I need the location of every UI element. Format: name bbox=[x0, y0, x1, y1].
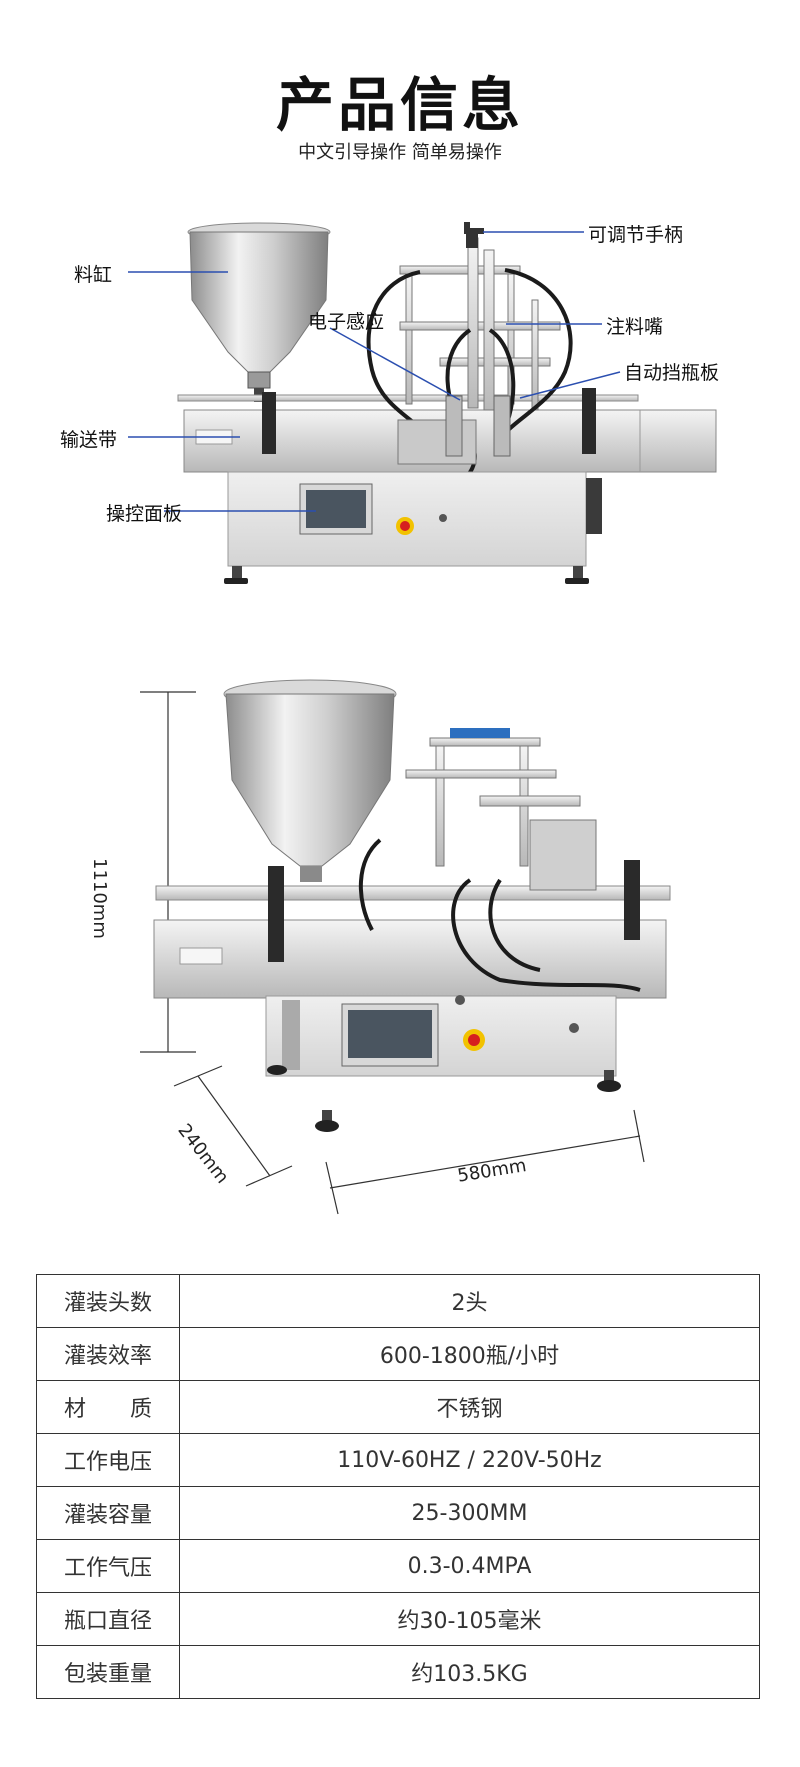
spec-key: 灌装容量 bbox=[36, 1486, 180, 1540]
bottle-stopper-right bbox=[582, 388, 596, 454]
label-sensor: 电子感应 bbox=[308, 311, 385, 333]
spec-key: 材 质 bbox=[36, 1380, 180, 1434]
label-nozzle: 注料嘴 bbox=[606, 316, 664, 338]
spec-key: 工作电压 bbox=[36, 1433, 180, 1487]
spec-key: 灌装头数 bbox=[36, 1274, 180, 1328]
page-title: 产品信息 bbox=[275, 71, 524, 139]
leader-lines bbox=[128, 231, 621, 512]
spec-value: 2头 bbox=[179, 1274, 760, 1328]
spec-value: 不锈钢 bbox=[179, 1380, 760, 1434]
spec-key: 灌装效率 bbox=[36, 1327, 180, 1381]
filling-gantry bbox=[399, 237, 561, 411]
label-handle: 可调节手柄 bbox=[588, 224, 684, 246]
table-row: 瓶口直径约30-105毫米 bbox=[36, 1592, 760, 1646]
table-row: 包装重量约103.5KG bbox=[36, 1645, 760, 1699]
spec-key: 瓶口直径 bbox=[36, 1592, 180, 1646]
bottle-stopper-left bbox=[262, 392, 276, 454]
spec-value: 25-300MM bbox=[179, 1486, 760, 1540]
label-hopper: 料缸 bbox=[74, 264, 113, 286]
spec-value: 约30-105毫米 bbox=[179, 1592, 760, 1646]
machine-perspective-drawing bbox=[153, 679, 671, 1132]
spec-value: 600-1800瓶/小时 bbox=[179, 1327, 760, 1381]
label-conveyor: 输送带 bbox=[60, 429, 118, 451]
depth-dimension-lines bbox=[173, 1065, 293, 1187]
spec-value: 110V-60HZ / 220V-50Hz bbox=[179, 1433, 760, 1487]
spec-value: 0.3-0.4MPA bbox=[179, 1539, 760, 1593]
spec-key: 包装重量 bbox=[36, 1645, 180, 1699]
base-cabinet bbox=[224, 471, 602, 584]
height-dimension-label: 1110mm bbox=[89, 858, 110, 939]
adjustable-handle-drawing bbox=[464, 222, 484, 248]
table-row: 材 质不锈钢 bbox=[36, 1380, 760, 1434]
spec-value: 约103.5KG bbox=[179, 1645, 760, 1699]
width-dimension-lines bbox=[325, 1109, 645, 1215]
spec-key: 工作气压 bbox=[36, 1539, 180, 1593]
page-subtitle: 中文引导操作 简单易操作 bbox=[298, 142, 502, 163]
label-control-panel: 操控面板 bbox=[106, 503, 183, 525]
label-bottle-stopper: 自动挡瓶板 bbox=[624, 362, 720, 384]
